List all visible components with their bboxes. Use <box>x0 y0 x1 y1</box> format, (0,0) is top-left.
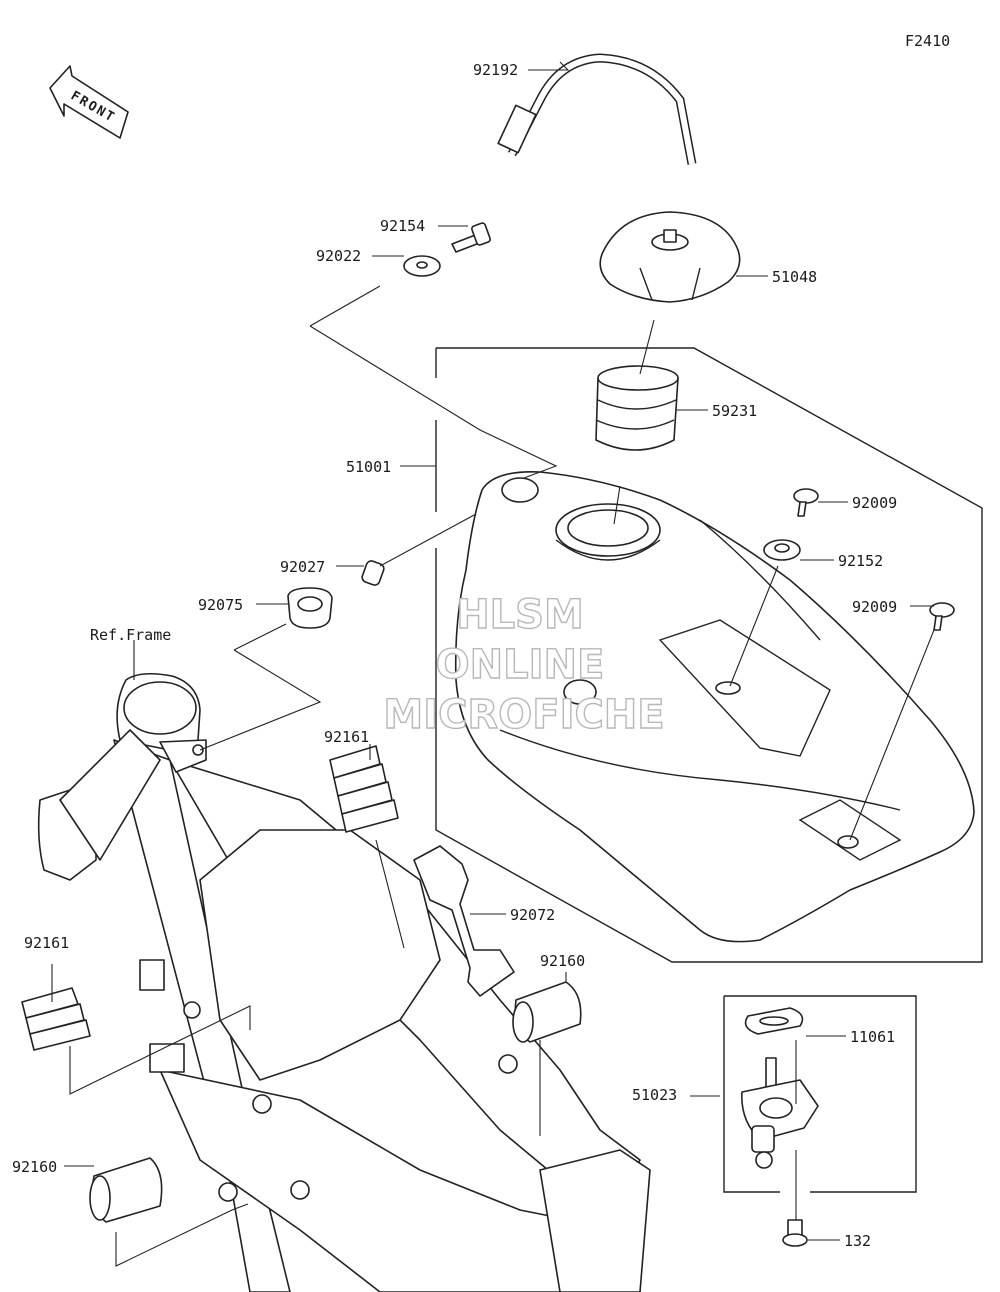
washer-92022[interactable] <box>403 255 441 277</box>
label-92022[interactable]: 92022 <box>316 247 361 265</box>
label-92009-lower[interactable]: 92009 <box>852 598 897 616</box>
label-92075[interactable]: 92075 <box>198 596 243 614</box>
frame-reference <box>37 672 651 1292</box>
collar-92027[interactable] <box>361 560 385 587</box>
label-92161-upper[interactable]: 92161 <box>324 728 369 746</box>
tube-92160-lower[interactable] <box>89 1157 163 1223</box>
fuel-cock-group-outline <box>723 995 917 1193</box>
label-92161-lower[interactable]: 92161 <box>24 934 69 952</box>
damper-92161-upper[interactable] <box>329 745 399 833</box>
label-92072[interactable]: 92072 <box>510 906 555 924</box>
label-92027[interactable]: 92027 <box>280 558 325 576</box>
tube-92160-upper[interactable] <box>512 981 582 1043</box>
fuel-cap-51048[interactable] <box>599 211 741 303</box>
damper-92075[interactable] <box>287 587 333 629</box>
label-59231[interactable]: 59231 <box>712 402 757 420</box>
gasket-59231[interactable] <box>595 365 679 451</box>
watermark-line3: MICROFICHE <box>383 692 664 738</box>
label-51048[interactable]: 51048 <box>772 268 817 286</box>
label-92152[interactable]: 92152 <box>838 552 883 570</box>
leader-lines <box>51 61 935 1267</box>
bolt-92154[interactable] <box>451 222 491 253</box>
part-labels: 92192 92154 92022 51048 59231 51001 9200… <box>12 61 897 1250</box>
watermark-line2: ONLINE <box>436 642 605 688</box>
label-92160-upper[interactable]: 92160 <box>540 952 585 970</box>
fuel-tank-51001[interactable] <box>454 471 975 943</box>
label-92009-upper[interactable]: 92009 <box>852 494 897 512</box>
label-11061[interactable]: 11061 <box>850 1028 895 1046</box>
watermark-line1: HLSM <box>456 592 584 638</box>
screw-92009-upper[interactable] <box>793 488 819 517</box>
label-51023[interactable]: 51023 <box>632 1086 677 1104</box>
band-92072[interactable] <box>413 845 515 997</box>
label-ref-frame: Ref.Frame <box>90 626 171 644</box>
label-51001[interactable]: 51001 <box>346 458 391 476</box>
watermark: HLSM ONLINE MICROFICHE <box>383 591 666 738</box>
fuel-cock-51023[interactable] <box>741 1057 819 1169</box>
label-92160-lower[interactable]: 92160 <box>12 1158 57 1176</box>
gasket-11061[interactable] <box>744 1007 804 1035</box>
figure-code: F2410 <box>905 32 950 50</box>
damper-92161-lower[interactable] <box>21 987 91 1051</box>
front-arrow-icon: FRONT <box>49 65 129 139</box>
screw-92009-lower[interactable] <box>929 602 955 631</box>
label-92154[interactable]: 92154 <box>380 217 425 235</box>
grommet-92152[interactable] <box>763 539 801 561</box>
label-132[interactable]: 132 <box>844 1232 871 1250</box>
fuel-hose-92192[interactable] <box>497 53 697 165</box>
bolt-132[interactable] <box>782 1219 808 1247</box>
label-92192[interactable]: 92192 <box>473 61 518 79</box>
